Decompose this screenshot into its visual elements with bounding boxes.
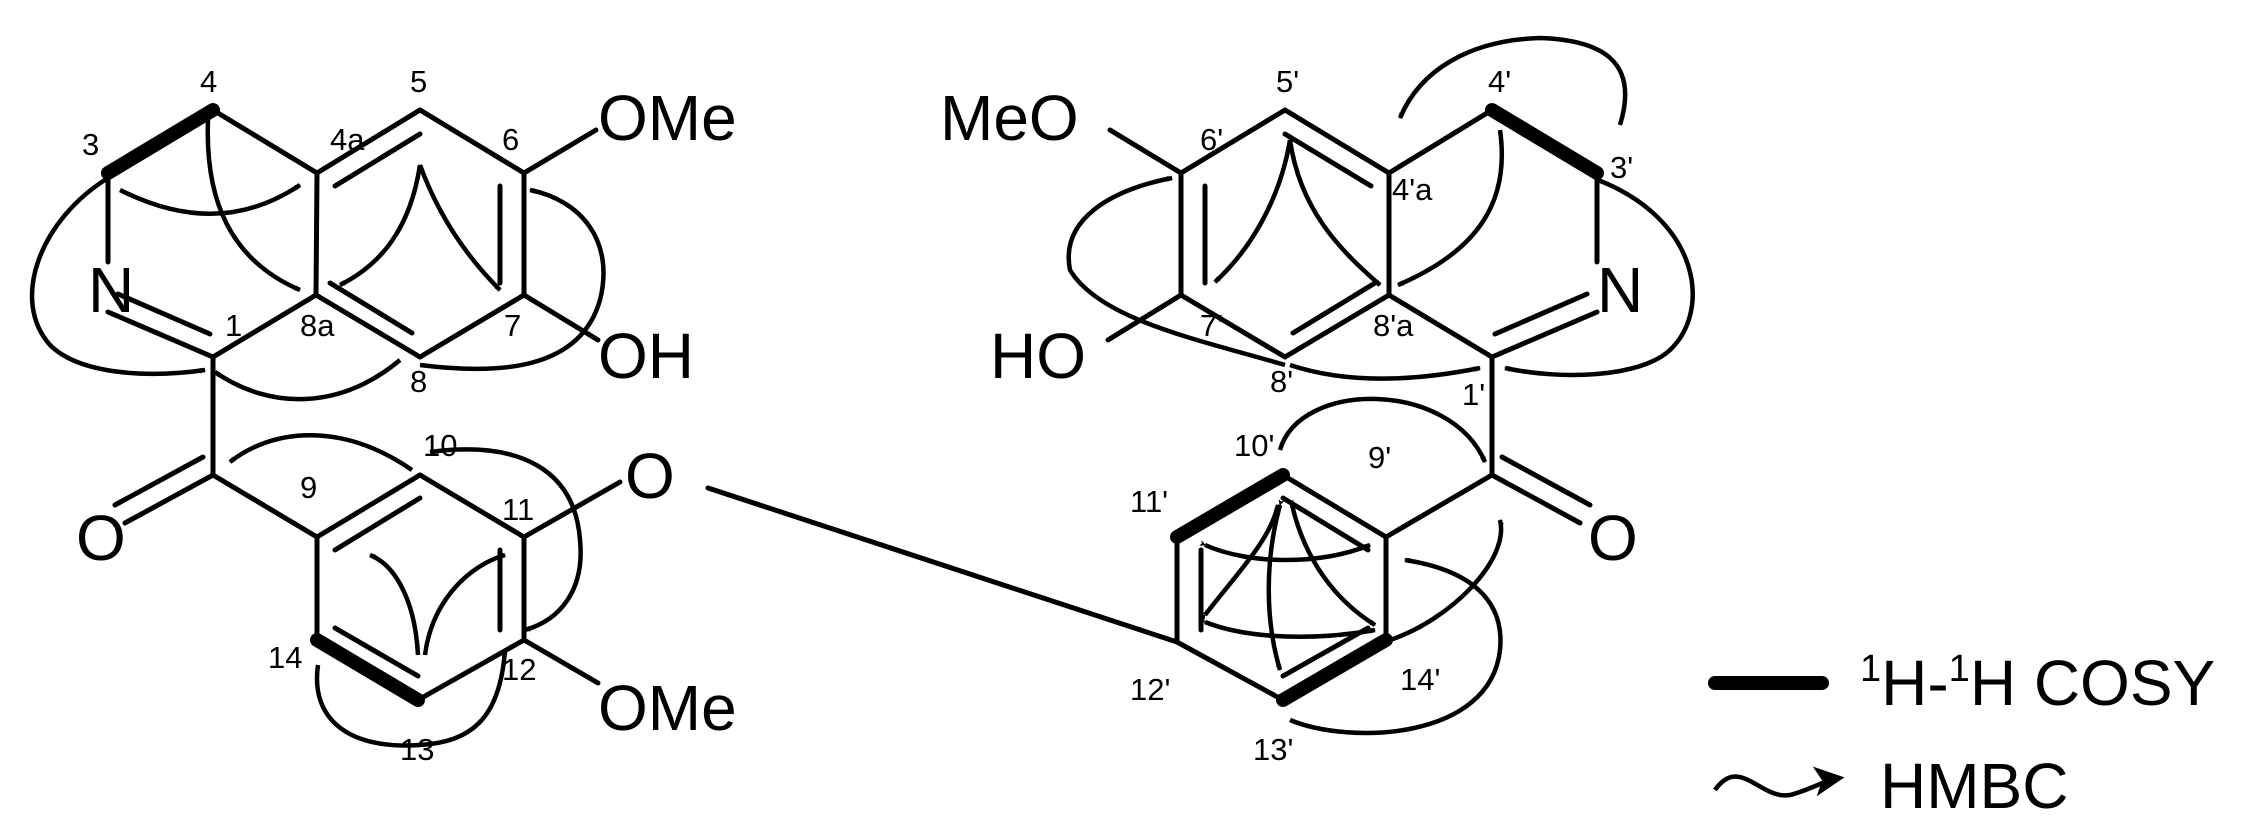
atom-N: N (88, 254, 134, 326)
pos-1: 1 (225, 308, 242, 343)
atom-OH-7: OH (598, 320, 694, 392)
pos-9p: 9' (1368, 440, 1391, 475)
atom-O-carbonyl: O (76, 502, 126, 574)
pos-13: 13 (400, 732, 434, 767)
cosy-bond-13p-14p (1276, 633, 1393, 707)
cosy-bond-3-4 (101, 103, 220, 180)
pos-8p: 8' (1270, 364, 1293, 399)
pos-8: 8 (410, 364, 427, 399)
pos-4: 4 (200, 64, 217, 99)
pos-1p: 1' (1462, 377, 1485, 412)
legend-hmbc-arrow (1713, 766, 1845, 798)
legend-cosy-tail: H COSY (1970, 647, 2215, 719)
atom-O-bridge: O (625, 440, 675, 512)
legend-cosy-label: 1H-1H COSY (1860, 647, 2215, 719)
pos-7: 7 (504, 308, 521, 343)
pos-3p: 3' (1610, 150, 1633, 185)
pos-3: 3 (82, 127, 99, 162)
pos-4a: 4a (330, 122, 365, 157)
pos-8a: 8a (300, 308, 335, 343)
right-molecule-bonds (1105, 103, 1604, 707)
pos-11: 11 (502, 492, 534, 527)
pos-4p: 4' (1488, 64, 1511, 99)
pos-11p: 11' (1130, 484, 1168, 519)
pos-12: 12 (502, 652, 536, 687)
pos-14: 14 (268, 640, 302, 675)
atom-labels: N OMe OH O O OMe N MeO HO O (76, 82, 1643, 744)
atom-N-prime: N (1597, 254, 1643, 326)
left-hmbc-arrows (29, 119, 606, 748)
pos-13p: 13' (1253, 732, 1293, 767)
right-hmbc-arrows (1066, 35, 1695, 736)
legend-cosy-text: H- (1881, 647, 1949, 719)
pos-12p: 12' (1130, 672, 1170, 707)
legend: 1H-1H COSY HMBC (1708, 647, 2215, 822)
atom-HO-7p: HO (990, 320, 1086, 392)
pos-7p: 7' (1200, 308, 1223, 343)
position-labels: 3 4 4a 5 6 7 8 8a 1 9 10 11 12 13 14 3' … (82, 64, 1633, 767)
legend-sup1: 1 (1860, 648, 1881, 690)
pos-14p: 14' (1400, 662, 1440, 697)
atom-MeO-6p: MeO (940, 82, 1079, 154)
cosy-bond-13-14 (310, 633, 425, 707)
cosy-bond-3p-4p (1485, 103, 1604, 180)
atom-OMe-6: OMe (598, 82, 737, 154)
pos-8ap: 8'a (1373, 308, 1414, 343)
legend-hmbc-label: HMBC (1880, 750, 2068, 822)
pos-5p: 5' (1276, 64, 1299, 99)
pos-10p: 10' (1234, 428, 1274, 463)
left-molecule-bonds (101, 103, 1180, 707)
atom-OMe-12: OMe (598, 672, 737, 744)
pos-6: 6 (502, 122, 519, 157)
legend-sup2: 1 (1949, 648, 1970, 690)
pos-9: 9 (300, 470, 317, 505)
pos-10: 10 (423, 428, 457, 463)
pos-5: 5 (410, 64, 427, 99)
pos-6p: 6' (1200, 122, 1223, 157)
pos-4ap: 4'a (1392, 172, 1433, 207)
atom-O-carbonyl-prime: O (1588, 502, 1638, 574)
